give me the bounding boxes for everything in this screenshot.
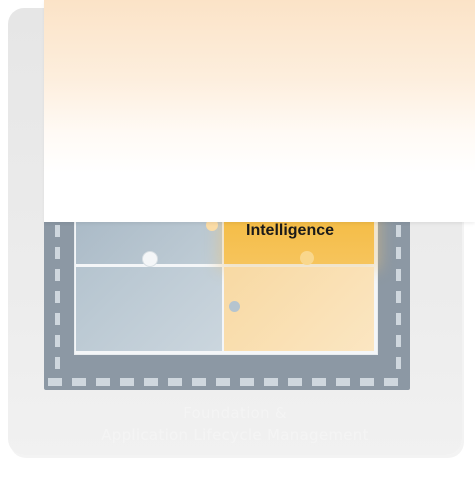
puzzle-knob-left [142, 251, 158, 267]
foundation-label-line2: Application Lifecycle Management [101, 426, 369, 444]
foundation-label-line1: Foundation & [183, 404, 287, 422]
foundation-label: Foundation & Application Lifecycle Manag… [8, 402, 462, 446]
puzzle-knob-top [206, 219, 218, 231]
frame-dashed-border-bottom [48, 378, 406, 386]
intelligence-label: Intelligence [246, 222, 335, 239]
puzzle-piece-bottom-right [224, 267, 374, 351]
puzzle-knob-right [300, 251, 314, 265]
overlay-panel [44, 0, 475, 222]
puzzle-piece-bottom-left [76, 267, 222, 351]
frame-dashed-border-right [396, 225, 401, 375]
puzzle-knob-middle [229, 301, 240, 312]
frame-dashed-border-left [55, 225, 60, 375]
